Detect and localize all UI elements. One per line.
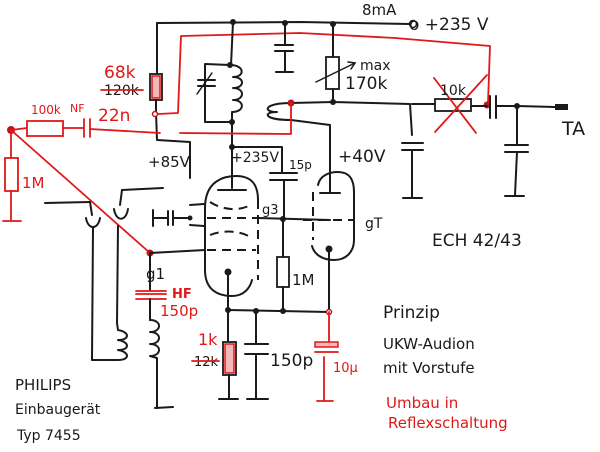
subtitle-line-2: mit Vorstufe (383, 359, 475, 377)
device-line-2: Einbaugerät (15, 402, 101, 418)
capacitor-hf-150p (135, 290, 167, 300)
label-40v: +40V (338, 147, 386, 167)
label-g1: g1 (146, 265, 165, 283)
tube-type-label: ECH 42/43 (432, 231, 522, 251)
coupling-coil (179, 99, 413, 176)
label-1m: 1M (292, 271, 315, 289)
label-gt: gT (365, 216, 383, 232)
label-10k: 10k (440, 83, 467, 99)
antenna-coupling (44, 187, 164, 361)
diagram-title: Prinzip (383, 303, 440, 323)
capacitor-40v (401, 142, 424, 199)
capacitor-g2 (152, 209, 193, 227)
pot-label-170k: 170k (345, 74, 387, 94)
label-22n: 22n (98, 106, 130, 126)
label-1m-red: 1M (22, 174, 45, 192)
supply-voltage-label: o +235 V (409, 15, 489, 35)
resistor-1k (218, 309, 239, 400)
nf-input-network (2, 118, 161, 257)
capacitor-15p (269, 172, 298, 219)
label-g3: g3 (262, 203, 279, 218)
capacitor-150p (244, 310, 269, 400)
label-150p: 150p (270, 351, 313, 371)
label-68k: 68k (104, 63, 136, 83)
label-hf: HF (172, 287, 192, 302)
supply-rail (156, 19, 418, 29)
label-120k-crossed: 120k (104, 83, 140, 99)
pot-label-max: max (360, 58, 391, 74)
tuned-circuit (196, 21, 243, 150)
label-15p: 15p (289, 158, 312, 172)
device-line-1: PHILIPS (15, 376, 71, 394)
label-10u: 10µ (333, 361, 358, 376)
label-12k-crossed: 12k (194, 355, 219, 370)
modification-line-2: Reflexschaltung (388, 414, 508, 432)
label-150p-red: 150p (160, 302, 198, 320)
potentiometer-170k (315, 23, 357, 105)
resistor-10k-removed (411, 74, 488, 134)
label-nf: NF (70, 102, 85, 115)
label-100k: 100k (31, 103, 61, 117)
label-1k: 1k (198, 330, 218, 349)
label-235v: +235V (231, 150, 279, 166)
label-ta: TA (561, 118, 585, 140)
label-85v: +85V (148, 153, 191, 171)
supply-current-label: 8mA (362, 1, 397, 19)
modification-line-1: Umbau in (386, 394, 458, 412)
capacitor-decoupling-top (274, 22, 294, 73)
subtitle-line-1: UKW-Audion (383, 335, 475, 353)
tube-triode (303, 171, 355, 312)
capacitor-output (489, 95, 556, 197)
capacitor-10u (314, 311, 339, 402)
resistor-1m (276, 218, 290, 312)
resistor-68k (149, 73, 163, 101)
output-terminal (555, 104, 568, 110)
supply-terminal (408, 19, 418, 29)
device-line-3: Typ 7455 (16, 428, 81, 444)
tube-heptode (204, 146, 260, 311)
